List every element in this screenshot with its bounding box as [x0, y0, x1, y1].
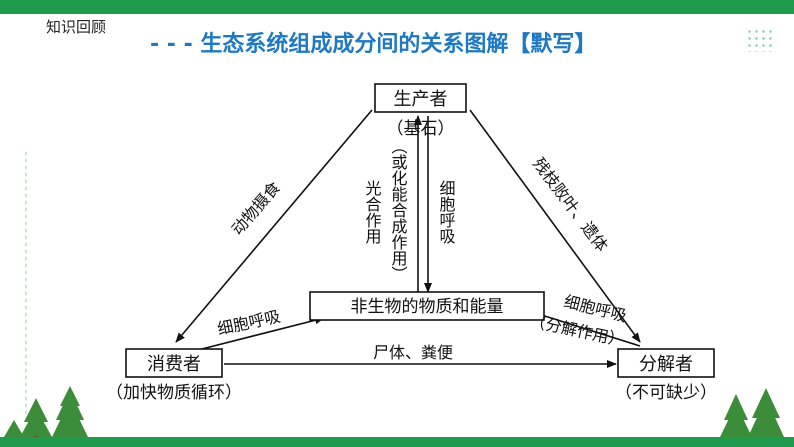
pine-tree-icon: [4, 386, 88, 440]
label-photosynthesis: 光合作用: [363, 180, 382, 245]
edge-decomposer-to-abiotic: [531, 310, 641, 347]
consumer-box: [125, 348, 223, 378]
decomposer-note: （不可缺少）: [615, 383, 717, 403]
label-producer-respiration: 细胞呼吸: [437, 180, 456, 244]
header: 知识回顾 - - - 生态系统组成成分间的关系图解【默写】: [0, 0, 794, 62]
abiotic-box: [309, 291, 545, 321]
producer-box: [374, 83, 467, 113]
consumer-note: （加快物质循环）: [106, 383, 242, 403]
consumer-label: 消费者: [147, 354, 201, 375]
section-tag: 知识回顾: [46, 18, 107, 36]
label-consumer-respiration: 细胞呼吸: [216, 307, 283, 339]
page-title: - - - 生态系统组成成分间的关系图解【默写】: [150, 32, 597, 57]
label-animal-feeding: 动物摄食: [228, 178, 284, 239]
label-chemosynthesis: （或化能合成作用）: [389, 138, 408, 282]
footer-bar: [0, 437, 794, 447]
edge-consumer-to-abiotic: [189, 316, 325, 353]
edge-producer-to-decomposer: [469, 109, 641, 343]
side-dot-pattern: [24, 150, 28, 420]
edge-producer-to-consumer: [175, 109, 373, 343]
pine-tree-icon: [720, 388, 784, 437]
label-corpse-feces: 尸体、粪便: [373, 343, 453, 362]
header-bar: [0, 0, 794, 14]
decomposer-label: 分解者: [639, 354, 693, 375]
producer-label: 生产者: [394, 89, 448, 110]
abiotic-label: 非生物的物质和能量: [351, 297, 504, 317]
label-residues: 残枝败叶、遗体: [529, 154, 612, 255]
decomposer-box: [617, 348, 715, 378]
dot-pattern: [746, 28, 776, 52]
producer-note: （基石）: [387, 119, 455, 139]
